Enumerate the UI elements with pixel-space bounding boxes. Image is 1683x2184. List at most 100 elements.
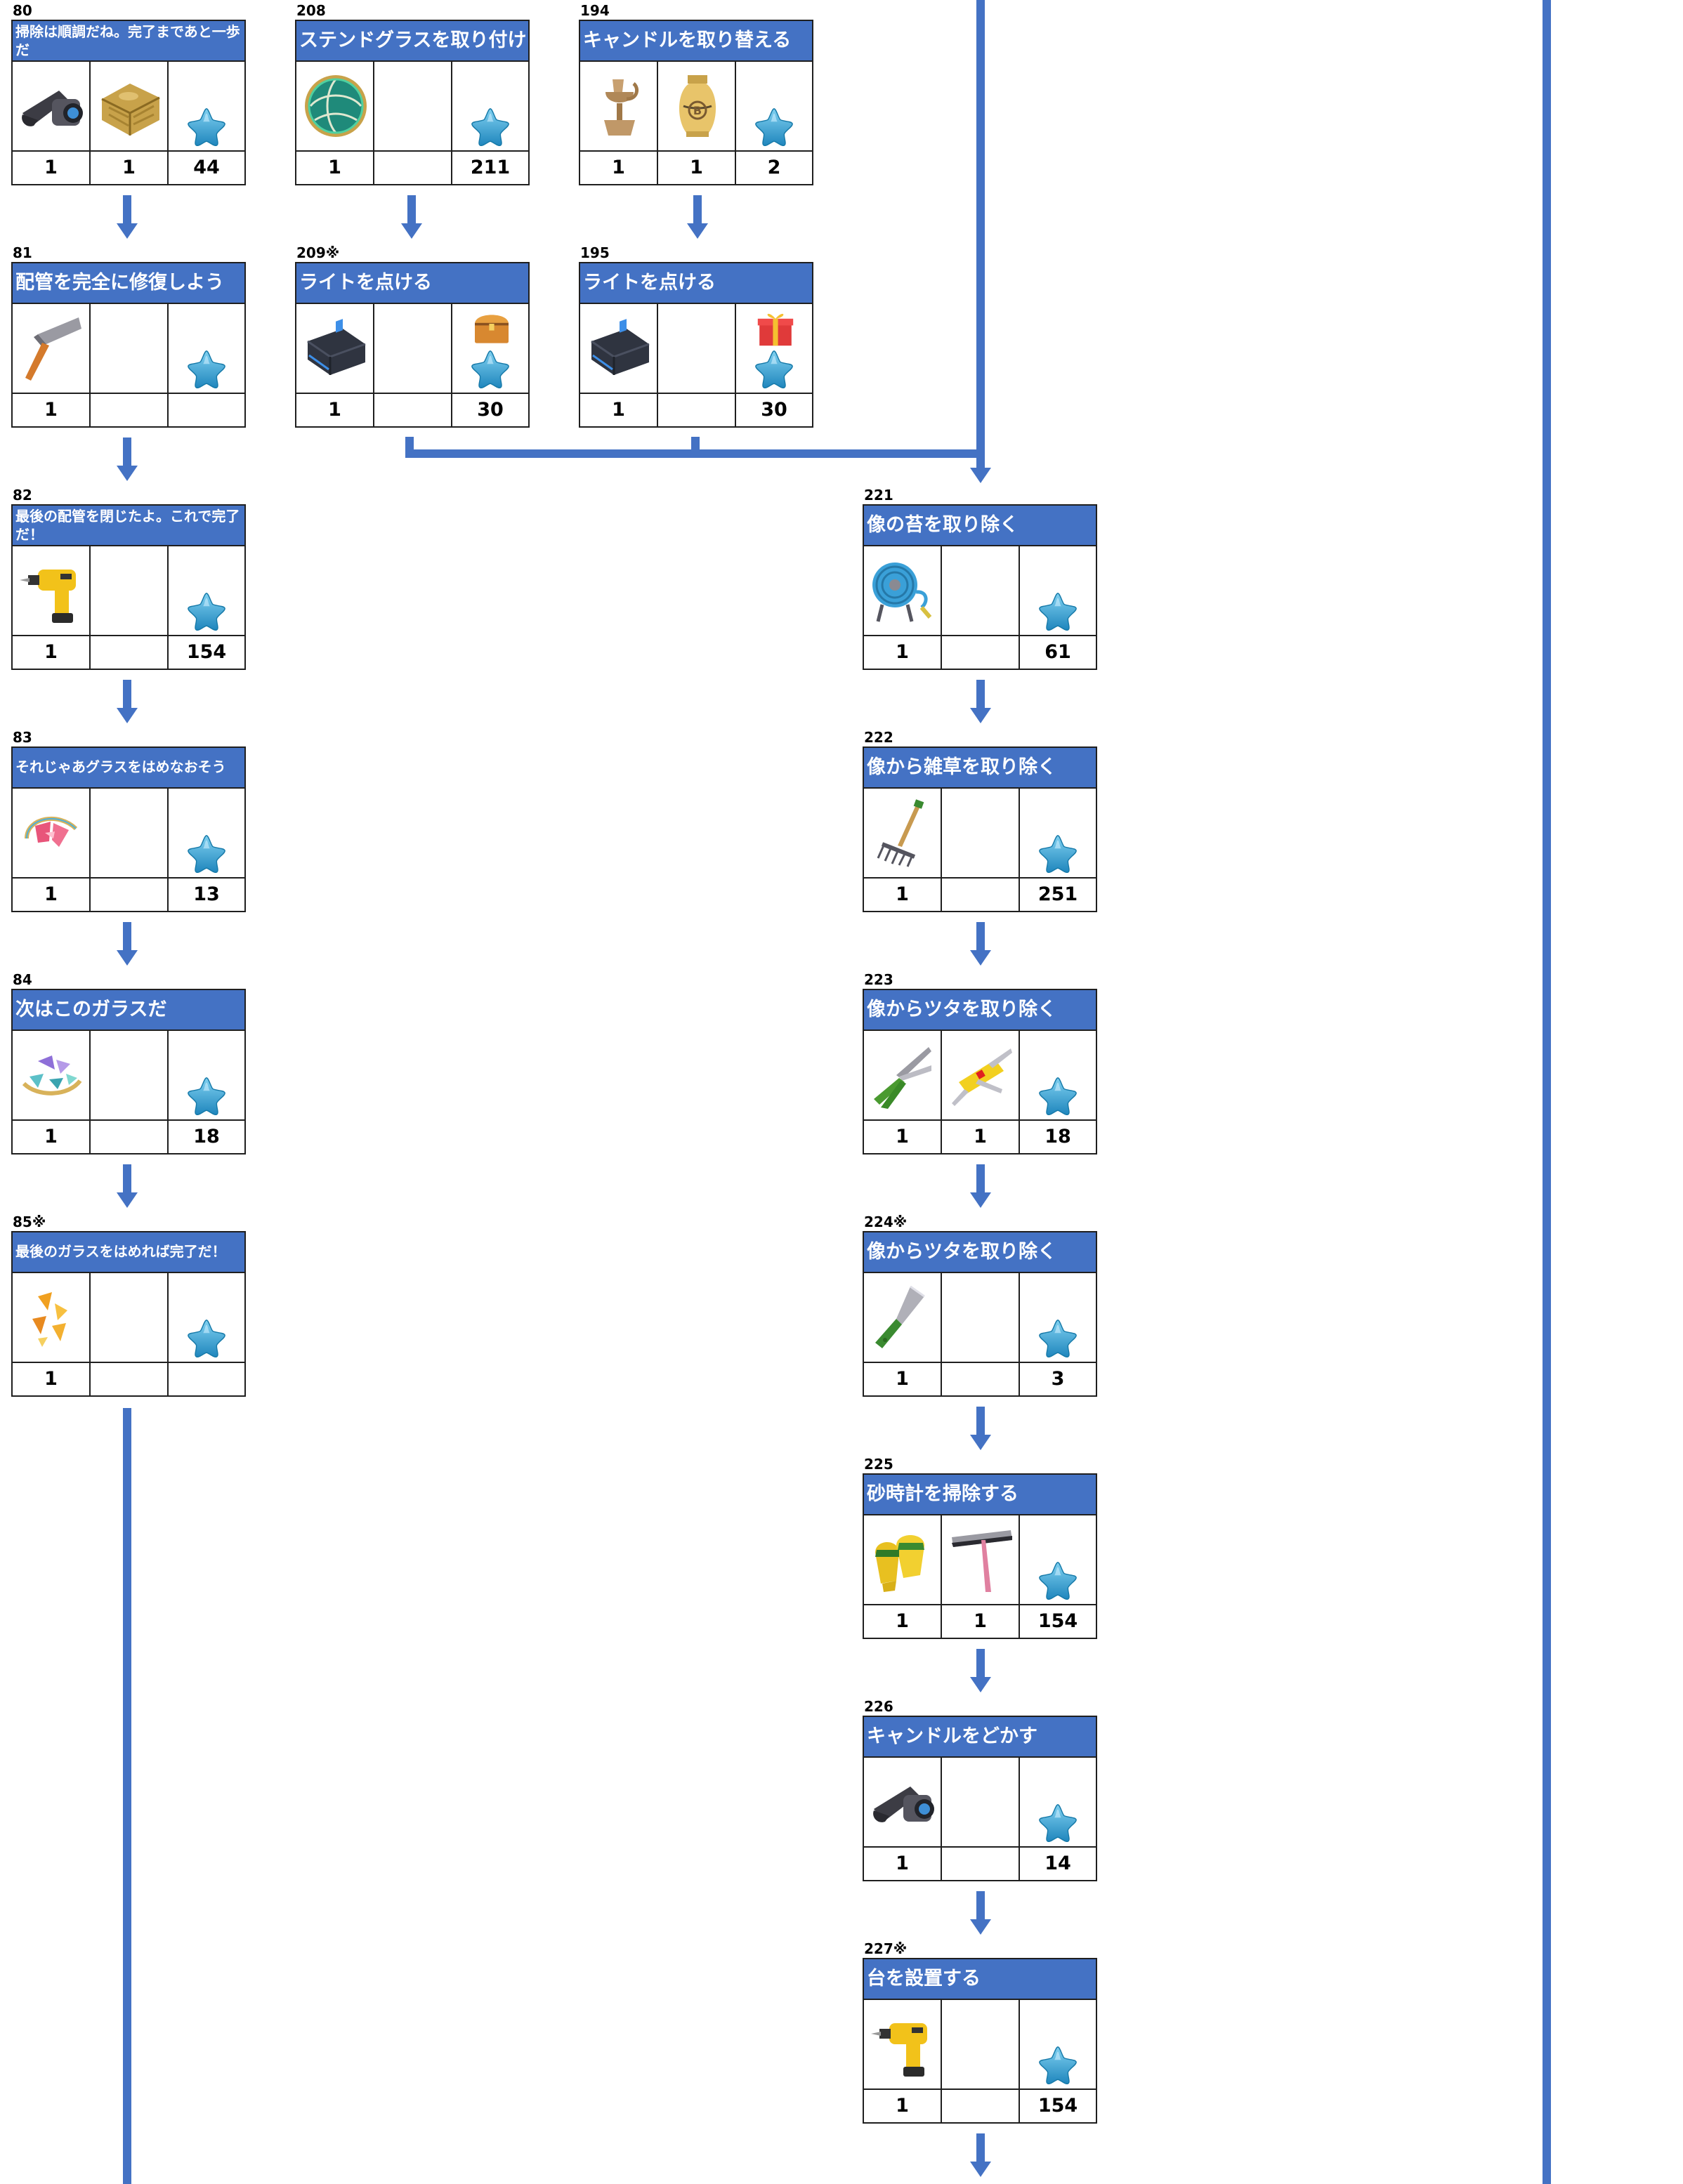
binoculars-icon [868,1765,938,1839]
reward-slot [169,303,244,394]
arrow-down-icon [117,438,138,481]
task-title: ライトを点ける [295,262,530,304]
star-icon [186,1076,227,1115]
item-slot-1 [13,303,91,394]
arrow-down-icon [970,1164,991,1208]
item-1-quantity: 1 [864,1363,942,1395]
task-title: キャンドルを取り替える [579,20,813,62]
arrow-down-icon [117,680,138,723]
task-number: 84 [13,971,32,988]
star-icon [470,107,511,146]
task-title: 掃除は順調だね。完了まであと一歩だ [11,20,246,62]
item-slot-2 [91,60,169,152]
far-right-vertical-connector [1543,0,1551,2184]
reward-amount: 211 [470,157,511,178]
pocket-knife-icon [946,1038,1016,1112]
task-card-225: 225 砂時計を掃除する 1 1 154 [863,1456,1097,1660]
item-1-quantity: 1 [864,636,942,669]
task-number: 209※ [296,244,340,261]
task-grid: 1 154 [11,545,246,670]
task-card-224: 224※ 像からツタを取り除く 1 3 [863,1214,1097,1418]
reward-amount: 3 [1051,1368,1065,1390]
item-slot-1 [864,1514,942,1605]
item-1-quantity: 1 [864,1605,942,1638]
item-1-quantity: 1 [296,394,374,426]
item-slot-1 [580,60,658,152]
arrow-down-icon [970,1649,991,1692]
task-grid: 1 18 [11,1029,246,1155]
item-slot-1 [296,60,374,152]
arrow-down-icon [117,922,138,966]
task-grid: 1 [11,1272,246,1397]
reward-amount: 154 [1037,1610,1078,1632]
task-card-194: 194 キャンドルを取り替える 1 1 2 [579,3,813,206]
star-icon [1037,834,1078,873]
reward-slot [1020,1756,1096,1848]
work-gloves-icon [868,1522,938,1597]
item-2-quantity [374,152,452,184]
item-1-quantity: 1 [13,152,91,184]
item-slot-2 [942,1756,1020,1848]
star-icon [186,107,227,146]
task-title: 最後の配管を閉じたよ。これで完了だ！ [11,504,246,546]
arrow-down-icon [687,195,708,239]
garden-knife-icon [868,1280,938,1355]
task-number: 225 [864,1456,893,1473]
power-drill-icon [17,553,87,628]
candle-holder-icon [584,69,655,143]
item-slot-2 [91,787,169,879]
reward-slot [1020,1999,1096,2090]
item-2-quantity [942,879,1020,911]
hammer-icon [17,311,87,386]
task-title: 砂時計を掃除する [863,1473,1097,1515]
star-icon [754,349,794,388]
item-slot-1 [864,545,942,636]
reward-amount [169,394,244,426]
reward-amount: 18 [1044,1126,1071,1147]
reward-slot [452,303,528,394]
item-slot-1 [864,1272,942,1363]
task-grid: 1 211 [295,60,530,185]
pruning-shears-icon [868,1038,938,1112]
sandbags-icon [95,69,165,143]
task-card-83: 83 それじゃあグラスをはめなおそう 1 13 [11,730,246,933]
task-number: 85※ [13,1213,46,1230]
task-grid: 1 1 44 [11,60,246,185]
star-icon [470,349,511,388]
reward-slot [169,787,244,879]
task-number: 81 [13,244,32,261]
task-title: 像からツタを取り除く [863,989,1097,1031]
item-slot-1 [296,303,374,394]
item-slot-1 [864,1029,942,1121]
task-card-195: 195 ライトを点ける 1 30 [579,245,813,449]
arrow-down-icon [117,195,138,239]
arrow-down-icon [970,680,991,723]
task-grid: 1 251 [863,787,1097,912]
item-slot-1 [13,1029,91,1121]
rake-icon [868,796,938,870]
glass-shards-blue-icon [17,1038,87,1112]
reward-amount: 154 [186,641,227,663]
task-card-209: 209※ ライトを点ける 1 30 [295,245,530,449]
power-drill-icon [868,2007,938,2081]
item-slot-1 [580,303,658,394]
item-slot-2 [942,545,1020,636]
task-number: 221 [864,487,893,504]
star-icon [186,834,227,873]
task-title: 像からツタを取り除く [863,1231,1097,1273]
item-2-quantity [91,394,169,426]
task-title: それじゃあグラスをはめなおそう [11,746,246,789]
reward-amount: 251 [1037,883,1078,905]
task-card-221: 221 像の苔を取り除く 1 61 [863,487,1097,691]
task-card-226: 226 キャンドルをどかす 1 14 [863,1699,1097,1902]
item-1-quantity: 1 [580,152,658,184]
glass-shards-orange-icon [17,1280,87,1355]
task-card-227: 227※ 台を設置する 1 154 [863,1941,1097,2145]
reward-amount: 44 [193,157,220,178]
task-card-82: 82 最後の配管を閉じたよ。これで完了だ！ 1 154 [11,487,246,691]
item-1-quantity: 1 [13,1121,91,1153]
item-slot-2 [374,303,452,394]
reward-slot [1020,1514,1096,1605]
left-bottom-vertical-connector [123,1408,131,2184]
item-2-quantity [942,636,1020,669]
